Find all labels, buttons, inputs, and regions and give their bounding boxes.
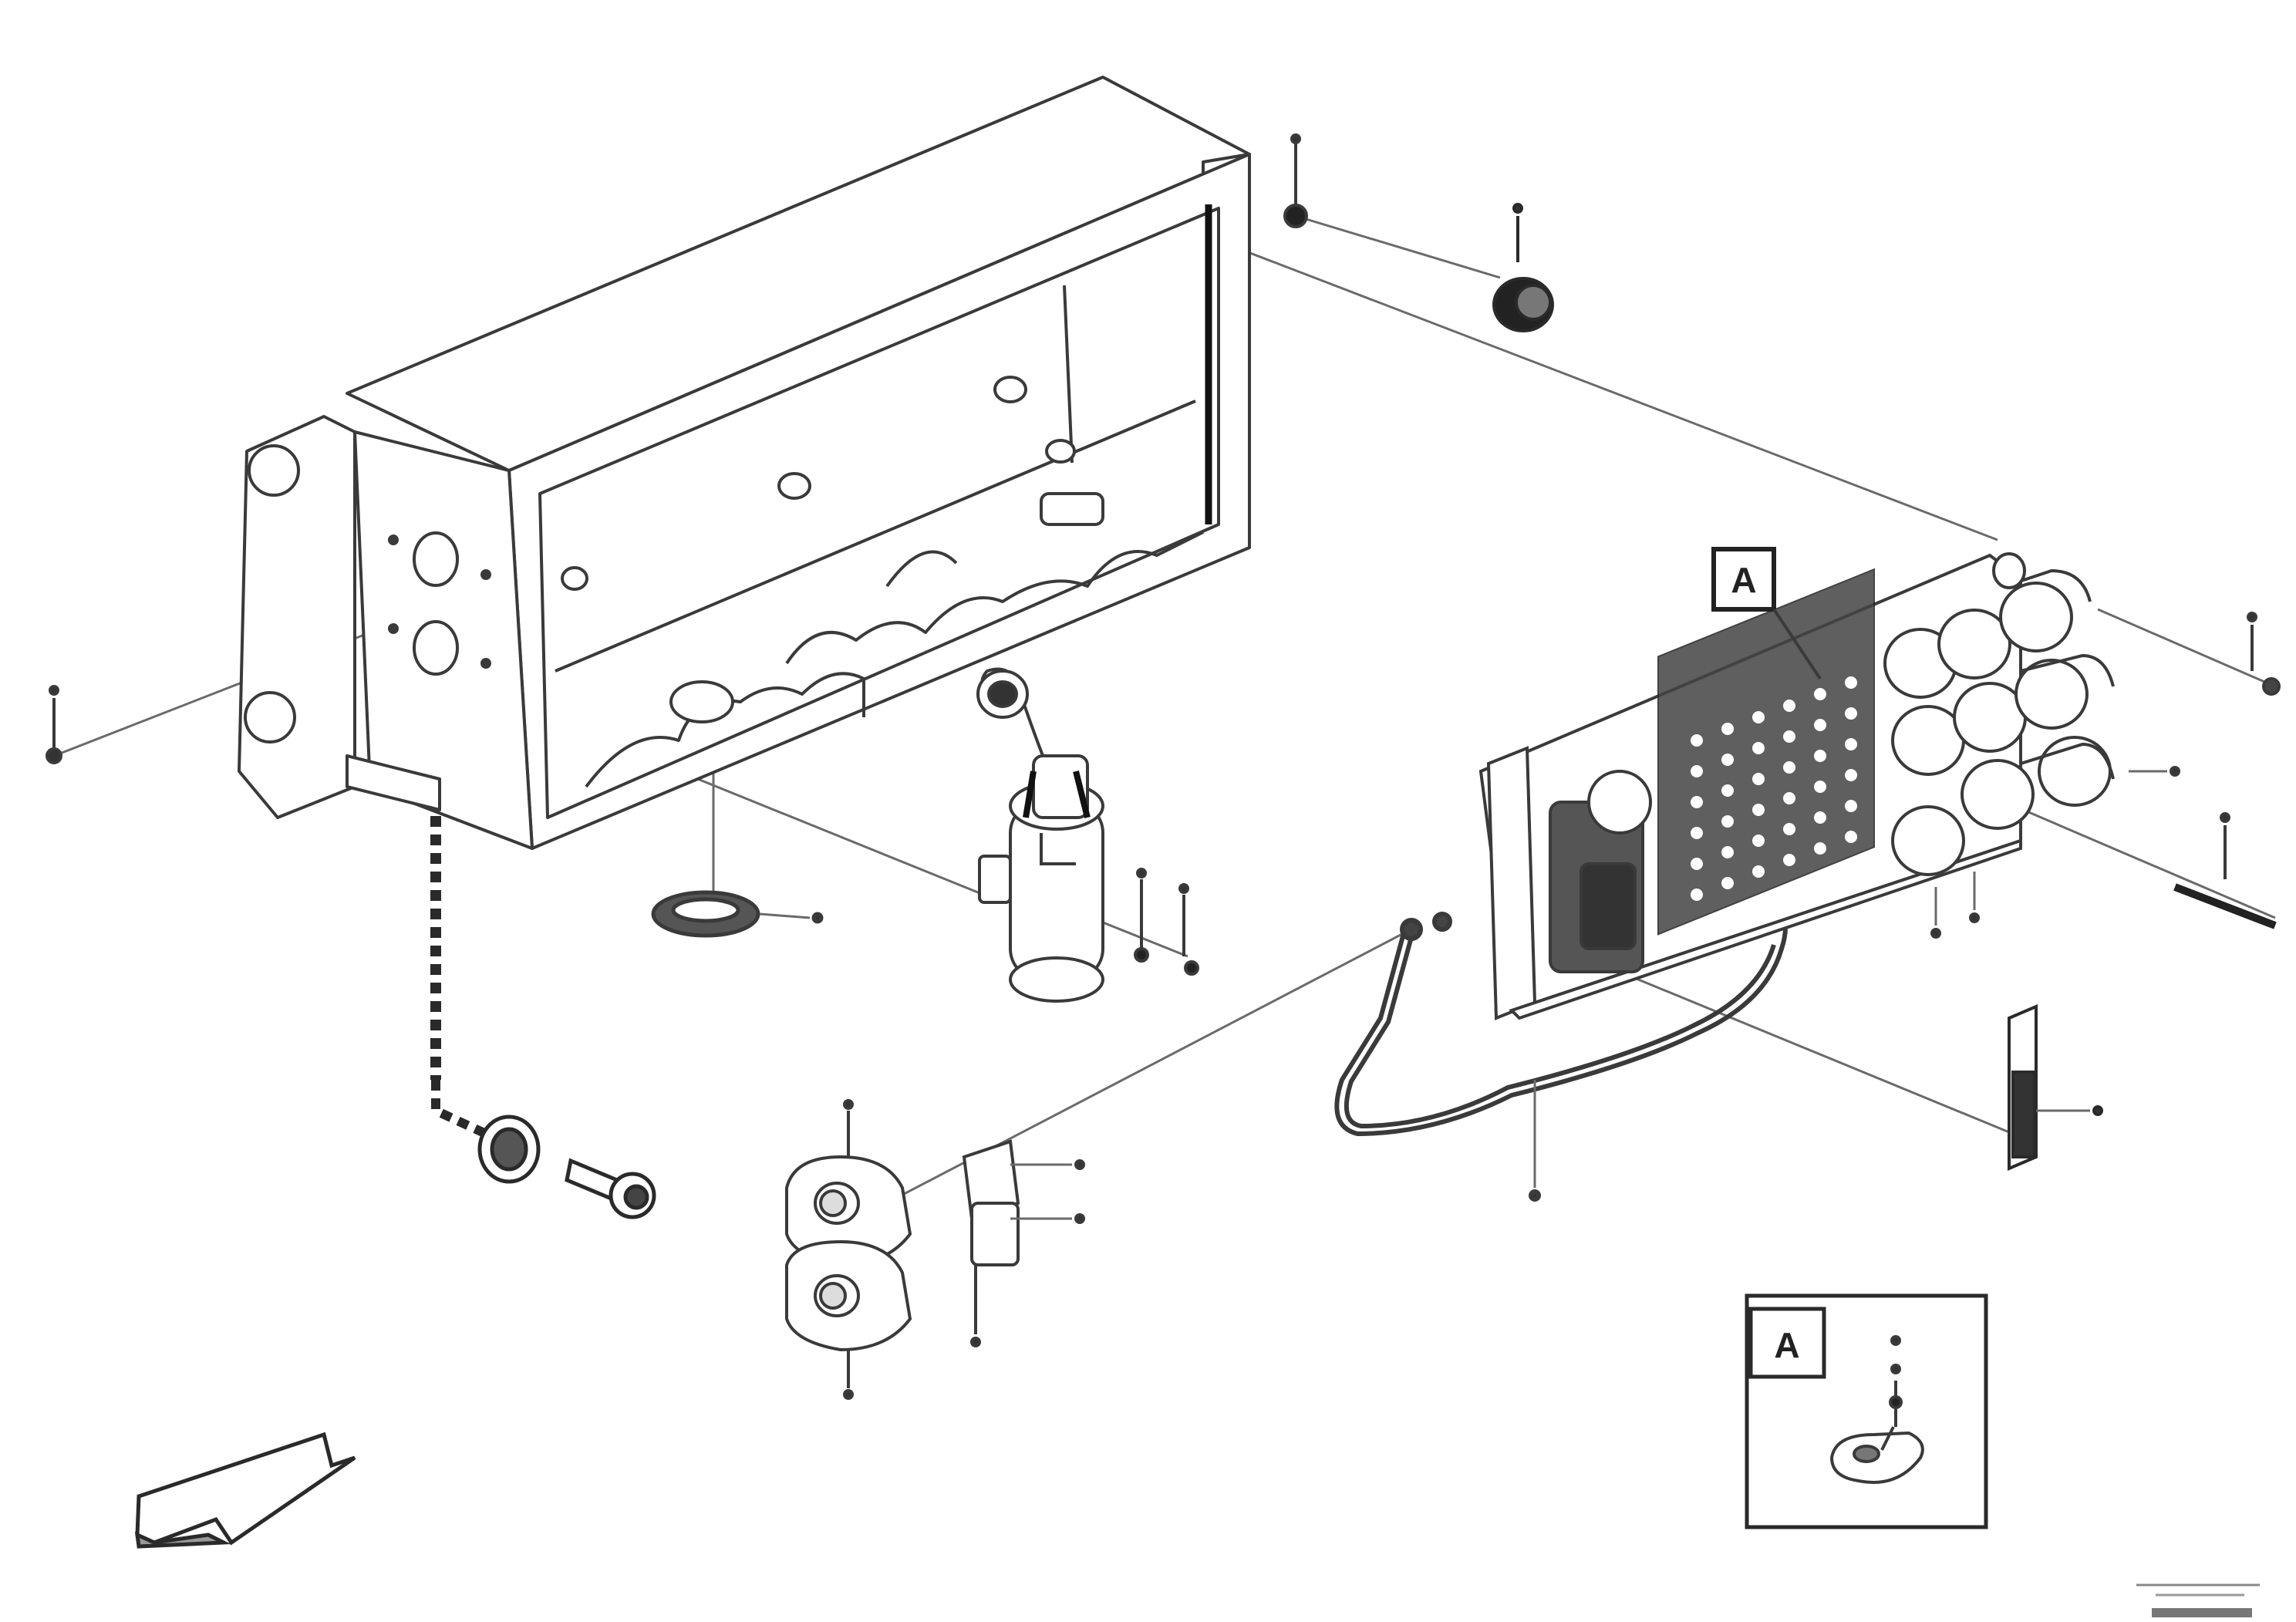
chain-line — [430, 779, 488, 1138]
washer — [651, 890, 824, 938]
top-bolt — [1283, 133, 1308, 228]
leader-line-relay — [678, 770, 1003, 904]
leader-line-top-bolt — [1295, 214, 1501, 279]
left-screw — [46, 685, 62, 764]
leader-line-right-mid-screw — [2004, 801, 2276, 919]
detail-inset-a-label: A — [1774, 1325, 1799, 1365]
leader-line-box-to-panel — [1233, 245, 1998, 541]
label-plate — [2008, 1003, 2103, 1172]
direction-arrow-icon — [134, 1431, 356, 1549]
right-screws — [1930, 612, 2281, 939]
bracket-assembly — [787, 1101, 1084, 1398]
cable-harness — [1334, 909, 1788, 1202]
bottom-bolt — [565, 1158, 656, 1219]
relay-cylinder — [978, 669, 1103, 1002]
leader-line-panel-to-plate — [1619, 970, 2014, 1135]
relay-cans — [1885, 554, 2113, 875]
detail-callout-a: A — [1711, 547, 1822, 680]
fuse-grid-dots — [1691, 676, 1857, 901]
fuse-relay-panel — [1481, 554, 2113, 1018]
detail-inset-a: A — [1745, 1293, 1988, 1529]
drawing-stamp — [2136, 1583, 2260, 1617]
bottom-nut — [477, 1114, 541, 1184]
leader-line-bracket-to-panel — [871, 932, 1404, 1212]
detail-callout-a-label: A — [1731, 560, 1756, 600]
main-enclosure-box — [239, 77, 1249, 848]
top-nut — [1492, 203, 1554, 332]
leader-line-right-top-screw — [2097, 608, 2276, 688]
relay-screw — [1134, 868, 1199, 976]
